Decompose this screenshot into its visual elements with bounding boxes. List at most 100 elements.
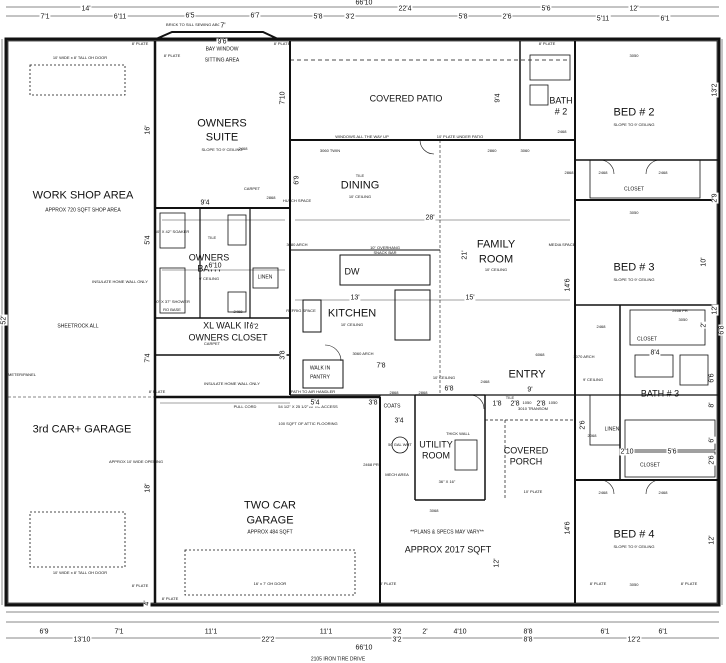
dim-right: 12' [708,534,716,546]
owners-closet-title-1: XL WALK IN [203,320,253,331]
dim-interior: 6'9 [293,174,301,186]
owners-bath-tile: TILE [207,235,217,240]
dim-bottom: 11'1 [203,628,219,636]
bed2-note: SLOPE TO 9' CEILING [613,122,655,127]
door-code: 2468 [598,490,608,495]
plate-label: 8' PLATE [131,41,149,46]
pantry-title-1: WALK IN [309,365,331,372]
dim-interior: 28' [424,214,436,222]
dim-interior: 14'6 [564,277,572,293]
dim-interior: 1'8 [491,400,503,408]
mech-area: MECH AREA [385,472,409,477]
dim-top: 6'1 [659,15,671,23]
dim-right: 6'8 [718,324,726,336]
two-car-garage-title-2: GARAGE [246,514,294,527]
dim-top: 5'11 [595,15,611,23]
hutch-space: HUTCH SPACE [282,198,312,203]
door-code: 3050 [629,582,639,587]
entry-transom: 3010 TRANSOM [518,406,548,411]
patio-twin-window: 3060 TWIN [319,148,341,153]
refrig-space: REFRIG SPACE [286,308,316,313]
dim-interior: 9' [526,386,534,394]
dim-left: 4' [143,599,151,607]
door-code: 2868 [564,170,574,175]
bed3-title: BED # 3 [613,261,655,274]
dim-right: 2'6 [708,454,716,466]
dim-interior: 7'4 [144,352,152,364]
door-code: 2868 [389,390,399,395]
dim-top: 5'8 [312,13,324,21]
dim-bottom: 22'2 [260,636,276,644]
dim-top: 5'8 [457,13,469,21]
dim-overall: 66'10 [354,0,374,7]
bath2-title-2: # 2 [554,106,568,117]
meter-panel: METER/PANEL [8,372,36,377]
bed2-closet: CLOSET [623,186,645,193]
door-code: 3070 ARCH [573,354,595,359]
dim-interior: 5'4 [144,234,152,246]
dim-bottom: 3'2 [391,636,403,644]
dim-interior: 9'4 [199,199,211,207]
dim-interior: 3'8 [279,349,287,361]
bath2-title-1: BATH [549,95,573,106]
dim-interior: 12' [493,557,501,569]
dim-right: 10' [700,256,708,268]
two-car-garage-door: 16' x 7' OH DOOR [253,581,287,586]
dim-right: 2' [700,321,708,329]
utility-sink: 36" X 16" [438,479,456,484]
dim-interior: 6'2 [248,323,260,331]
media-space: MEDIA SPACE [548,242,576,247]
door-code: 3050 [678,317,688,322]
bay-window-label: BAY WINDOW [205,46,239,53]
dim-top: 6'5 [184,12,196,20]
water-heater: 50 GAL WHT [388,442,412,447]
dim-interior: 16' [144,124,152,136]
coats-closet: COATS [383,403,401,410]
bed4-note: SLOPE TO 9' CEILING [613,544,655,549]
door-code: 2860 [487,148,497,153]
kitchen-ceiling: 10' CEILING [340,322,364,327]
bed3-closet: CLOSET [636,336,658,343]
sitting-area-label: SITTING AREA [204,57,240,64]
family-room-title-1: FAMILY [476,238,516,251]
dim-left: 52' [0,314,8,326]
dim-bottom: 6'9 [38,628,50,636]
dim-interior: 3'4 [393,417,405,425]
plate-label: 8' PLATE [131,583,149,588]
door-code: 2468 [557,129,567,134]
dim-interior: 8'4 [649,349,661,357]
bath3-title: BATH # 3 [640,388,680,399]
dim-top: 7'1 [39,13,51,21]
door-code: 2468 [658,170,668,175]
dim-right: 13'2 [711,82,719,98]
dim-interior: 2'6 [579,419,587,431]
dim-top: 12' [628,5,640,13]
door-code: 1050 [522,400,532,405]
plate-label: 8' PLATE [163,53,181,58]
dim-right: 6'6 [708,372,716,384]
dim-right: 6' [708,436,716,444]
street-address: 2105 IRON TIRE DRIVE [310,656,366,663]
thick-wall: THICK WALL [446,431,470,436]
dining-title: DINING [340,179,380,192]
dim-right: 8' [708,401,716,409]
owners-suite-title-2: SUITE [205,131,239,144]
porch-title-2: PORCH [509,456,543,467]
patio-windows-note: WINDOWS ALL THE WAY UP [335,134,389,139]
dim-bottom: 2' [421,628,429,636]
two-car-garage-note: APPROX 484 SQFT [247,529,293,536]
door-code: 1050 [548,400,558,405]
dim-bottom: 13'10 [72,636,92,644]
two-car-garage-title-1: TWO CAR [244,499,296,512]
door-code: 6068 [535,352,545,357]
dim-interior: 18' [144,482,152,494]
dim-bottom: 12'2 [626,636,642,644]
dim-bottom: 8'8 [522,628,534,636]
dim-interior: 3'8 [367,399,379,407]
dim-top: 6'7 [249,12,261,20]
door-code: 2468 [598,170,608,175]
family-room-ceiling: 10' CEILING [484,267,508,272]
pantry-title-2: PANTRY [310,374,330,381]
bath3-linen: LINEN [604,426,620,433]
dim-right: 12' [711,304,719,316]
